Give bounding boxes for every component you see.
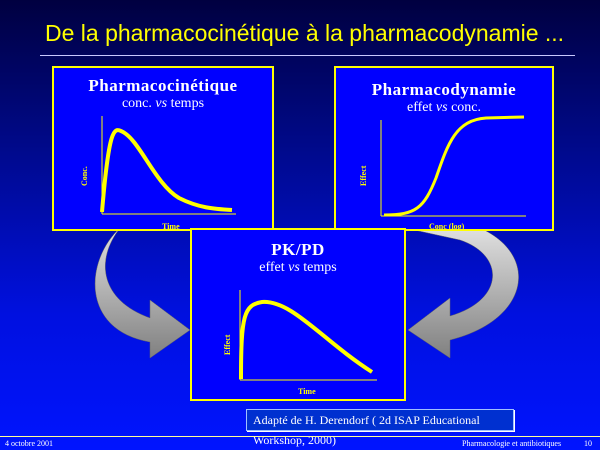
pk-sub-a: conc.: [121, 96, 156, 111]
pk-ylabel: Conc.: [80, 166, 89, 186]
pk-xlabel: Time: [162, 222, 180, 231]
pd-xlabel: Conc (log): [429, 222, 465, 231]
pd-sub-vs: vs: [435, 100, 448, 115]
title-divider: [40, 55, 575, 56]
pkpd-subtitle: effet vs temps: [192, 260, 404, 276]
pkpd-sub-vs: vs: [288, 260, 300, 275]
pk-sub-b: temps: [167, 96, 205, 111]
pkpd-sub-b: temps: [299, 260, 337, 275]
pd-sigmoid-curve: [383, 115, 525, 217]
pk-panel: Pharmacocinétique conc. vs temps Conc. T…: [52, 66, 274, 231]
pd-ylabel: Effect: [359, 165, 368, 186]
pk-sub-vs: vs: [155, 96, 168, 111]
pkpd-title: PK/PD: [271, 240, 325, 259]
slide-title: De la pharmacocinétique à la pharmacodyn…: [45, 20, 565, 46]
right-curved-arrow: [404, 227, 519, 359]
pkpd-curve-plot: Effect Time: [223, 290, 377, 396]
pkpd-curve: [239, 299, 374, 380]
pkpd-xlabel: Time: [298, 387, 316, 396]
left-curved-arrow: [94, 227, 191, 359]
pd-curve-plot: Effect Conc (log): [359, 115, 526, 231]
pkpd-ylabel: Effect: [223, 334, 232, 355]
pd-sub-b: conc.: [447, 100, 481, 115]
footer-course: Pharmacologie et antibiotiques: [462, 439, 562, 448]
pd-title: Pharmacodynamie: [371, 80, 517, 99]
footer-divider: [0, 436, 600, 437]
pk-curve: [100, 128, 233, 213]
pd-subtitle: effet vs conc.: [336, 100, 552, 116]
citation: Adapté de H. Derendorf ( 2d ISAP Educati…: [246, 409, 514, 447]
footer-page: 10: [584, 439, 592, 448]
footer-date: 4 octobre 2001: [5, 439, 53, 448]
pd-sub-a: effet: [407, 100, 436, 115]
pkpd-sub-a: effet: [259, 260, 289, 275]
pk-subtitle: conc. vs temps: [54, 96, 272, 112]
pd-panel: Pharmacodynamie effet vs conc. Effect Co…: [334, 66, 554, 231]
pk-curve-plot: Conc. Time: [80, 116, 236, 231]
pk-title: Pharmacocinétique: [88, 76, 238, 95]
pkpd-panel: PK/PD effet vs temps Effect Time: [190, 228, 406, 401]
